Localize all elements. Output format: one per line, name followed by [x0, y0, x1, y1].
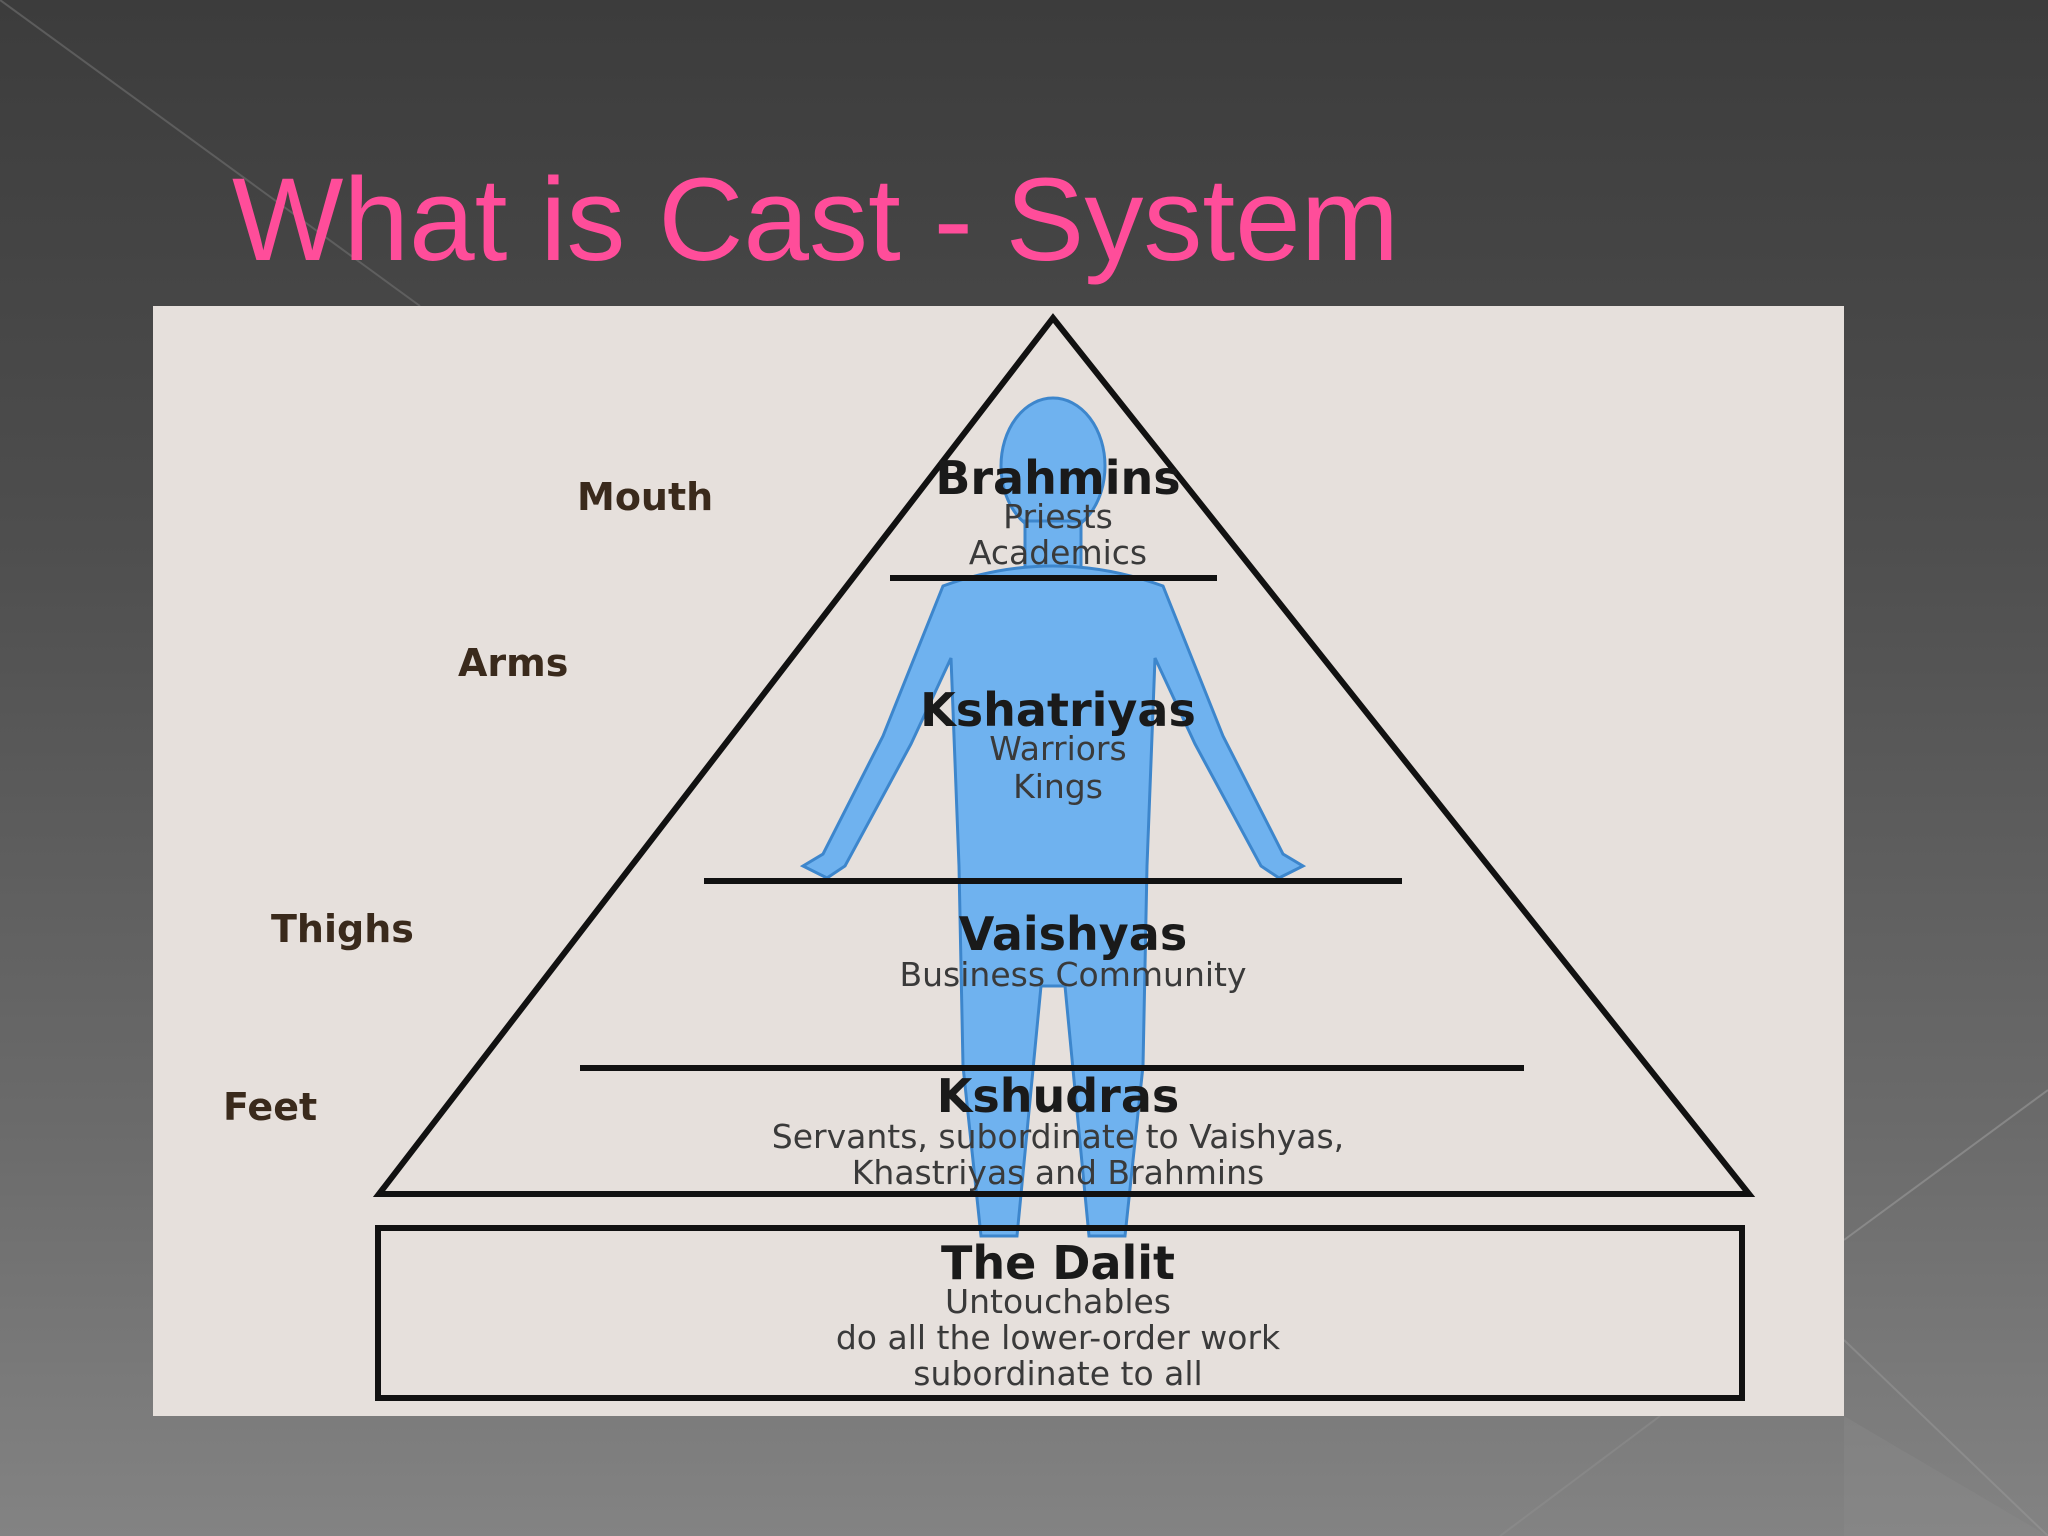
dalit-line3: subordinate to all	[913, 1354, 1202, 1393]
slide-title: What is Cast - System	[232, 154, 1400, 286]
tier-vaishyas-name: Vaishyas	[959, 907, 1187, 961]
tier-kshatriyas-line1: Warriors	[989, 729, 1126, 768]
dalit-box	[375, 1225, 1745, 1401]
tier-brahmins-name: Brahmins	[935, 451, 1180, 505]
tier-vaishyas-line1: Business Community	[900, 955, 1247, 994]
tier-kshudras-line2: Khastriyas and Brahmins	[852, 1153, 1264, 1192]
label-thighs: Thighs	[271, 907, 414, 951]
tier-brahmins-line1: Priests	[1003, 497, 1113, 536]
human-figure	[799, 396, 1307, 1238]
tier-kshudras-line1: Servants, subordinate to Vaishyas,	[772, 1117, 1344, 1156]
dalit-name: The Dalit	[941, 1236, 1175, 1290]
label-arms: Arms	[458, 641, 568, 685]
dalit-line2: do all the lower-order work	[836, 1318, 1281, 1357]
tier-brahmins-line2: Academics	[969, 533, 1147, 572]
tier-kshatriyas-name: Kshatriyas	[920, 683, 1196, 737]
label-feet: Feet	[223, 1085, 317, 1129]
tier-kshatriyas-line2: Kings	[1013, 767, 1103, 806]
dalit-line1: Untouchables	[945, 1282, 1171, 1321]
caste-pyramid-diagram: Mouth Arms Thighs Feet Brahmins Priests …	[153, 306, 1844, 1416]
label-mouth: Mouth	[577, 475, 713, 519]
tier-kshudras-name: Kshudras	[937, 1069, 1180, 1123]
caste-pyramid	[372, 313, 1756, 1197]
